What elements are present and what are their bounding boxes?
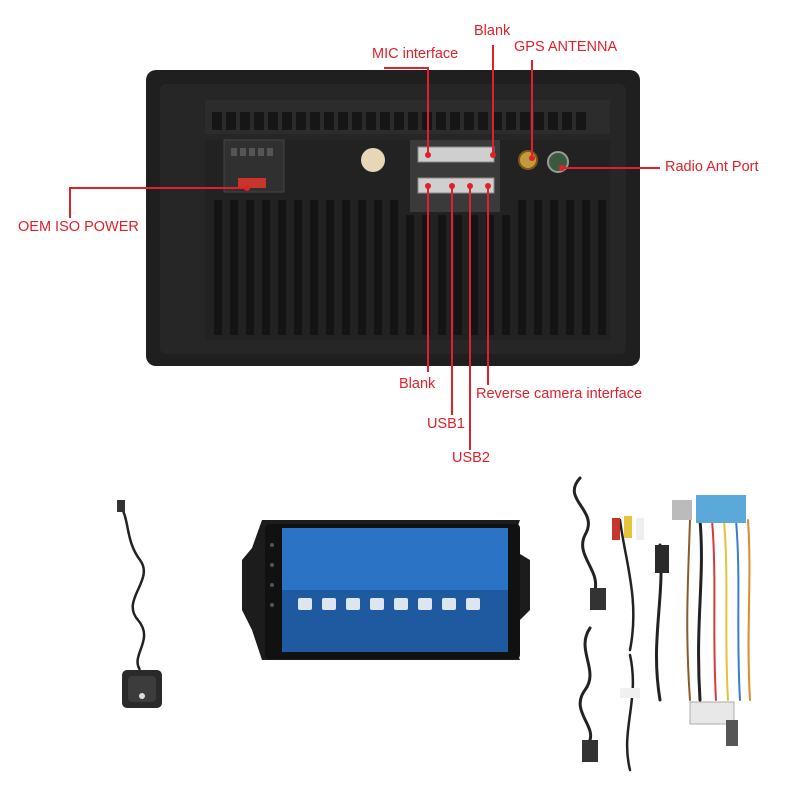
gps-antenna-accessory xyxy=(117,500,162,708)
oem-iso-power-label: OEM ISO POWER xyxy=(18,219,139,235)
head-unit-rear xyxy=(146,70,640,366)
radio-ant-port-label: Radio Ant Port xyxy=(665,159,759,175)
usb1-label: USB1 xyxy=(427,416,465,432)
gps-antenna-label: GPS ANTENNA xyxy=(514,39,618,55)
usb2-label: USB2 xyxy=(452,450,490,466)
head-unit-front xyxy=(242,520,530,660)
reverse-camera-label: Reverse camera interface xyxy=(476,386,643,402)
callout-dots xyxy=(244,152,565,191)
cable-accessories xyxy=(572,476,751,772)
oem-callout-line xyxy=(69,187,247,218)
blank-bottom-label: Blank xyxy=(399,376,436,392)
callout-lines xyxy=(69,45,660,450)
mic-callout-line xyxy=(384,67,429,155)
blank-top-label: Blank xyxy=(474,23,511,39)
mic-interface-label: MIC interface xyxy=(372,46,459,62)
